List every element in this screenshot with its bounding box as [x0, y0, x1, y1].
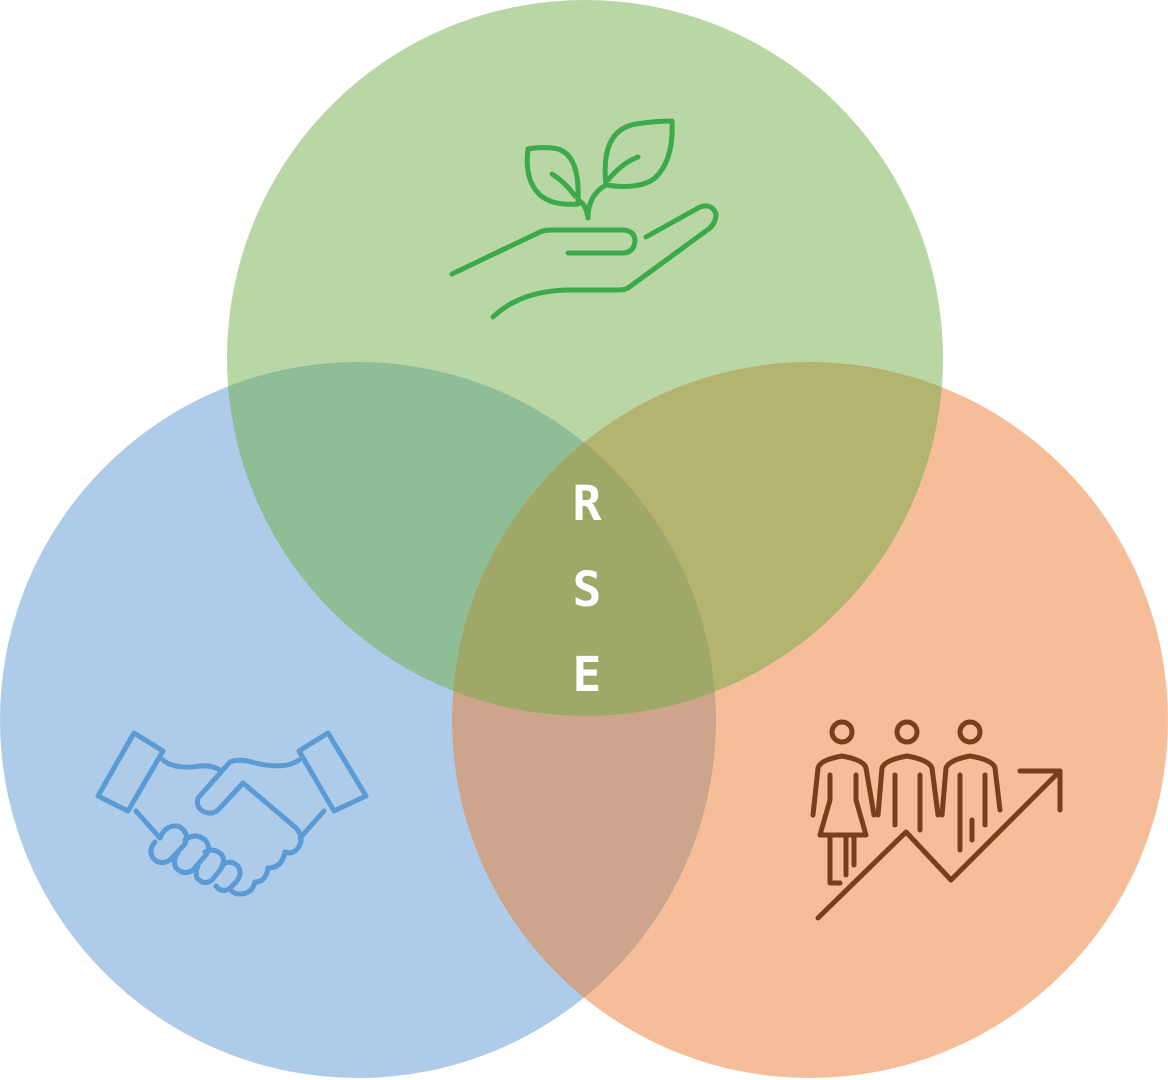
people-growth-icon [810, 719, 1063, 921]
letter-e: E [573, 647, 602, 703]
plant-in-hand-icon [449, 118, 719, 320]
letter-s: S [573, 562, 602, 618]
handshake-icon [95, 730, 369, 897]
center-overlap [452, 362, 716, 716]
letter-r: R [573, 476, 602, 532]
